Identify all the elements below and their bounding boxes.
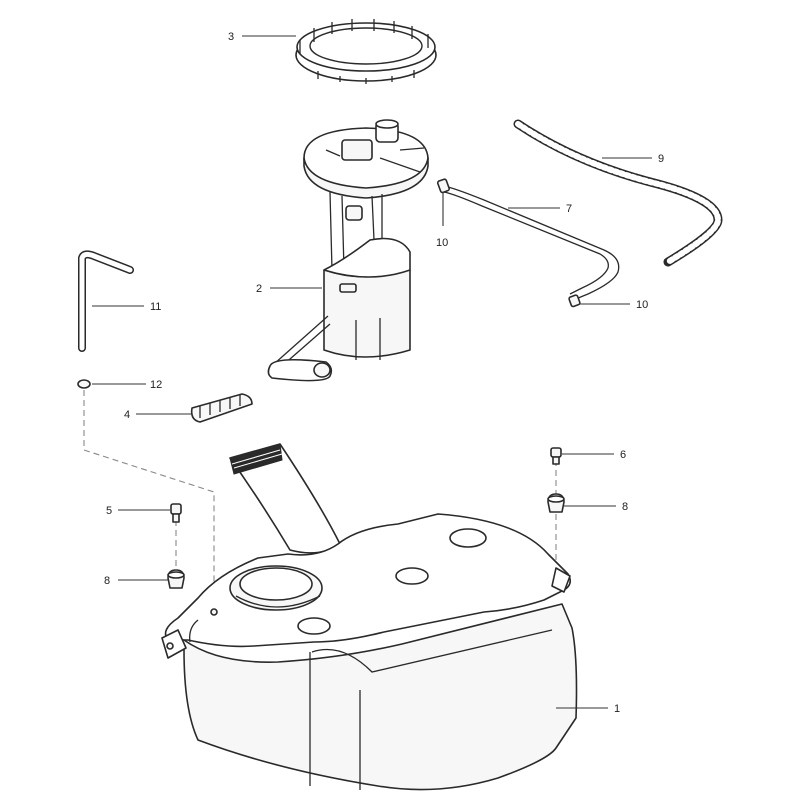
callout-9: 9 (658, 153, 664, 165)
nut-right-part (550, 447, 562, 465)
callout-4: 4 (124, 409, 130, 421)
grommet-left-part (167, 569, 185, 589)
breather-pipe-part (78, 250, 134, 352)
callout-5: 5 (106, 505, 112, 517)
callout-10-bottom: 10 (636, 299, 648, 311)
callout-8-left: 8 (104, 575, 110, 587)
lock-ring-part (295, 19, 437, 84)
vent-hose-part (513, 119, 723, 267)
grommet-right-part (547, 493, 565, 513)
fuel-pump-part (267, 119, 429, 382)
callout-1: 1 (614, 703, 620, 715)
fuel-tank-part (161, 443, 578, 791)
callout-11: 11 (150, 301, 161, 313)
callout-10-top: 10 (436, 237, 448, 249)
clip-part (190, 393, 253, 423)
callout-7: 7 (566, 203, 572, 215)
fuel-hose-part (443, 185, 620, 301)
callout-12: 12 (150, 379, 162, 391)
callout-8-right: 8 (622, 501, 628, 513)
callout-3: 3 (228, 31, 234, 43)
bolt-part (170, 503, 182, 523)
callout-6: 6 (620, 449, 626, 461)
alignment-line-washer (83, 390, 215, 612)
clamp-parts (436, 178, 581, 308)
callout-2: 2 (256, 283, 262, 295)
washer-part (77, 379, 91, 389)
